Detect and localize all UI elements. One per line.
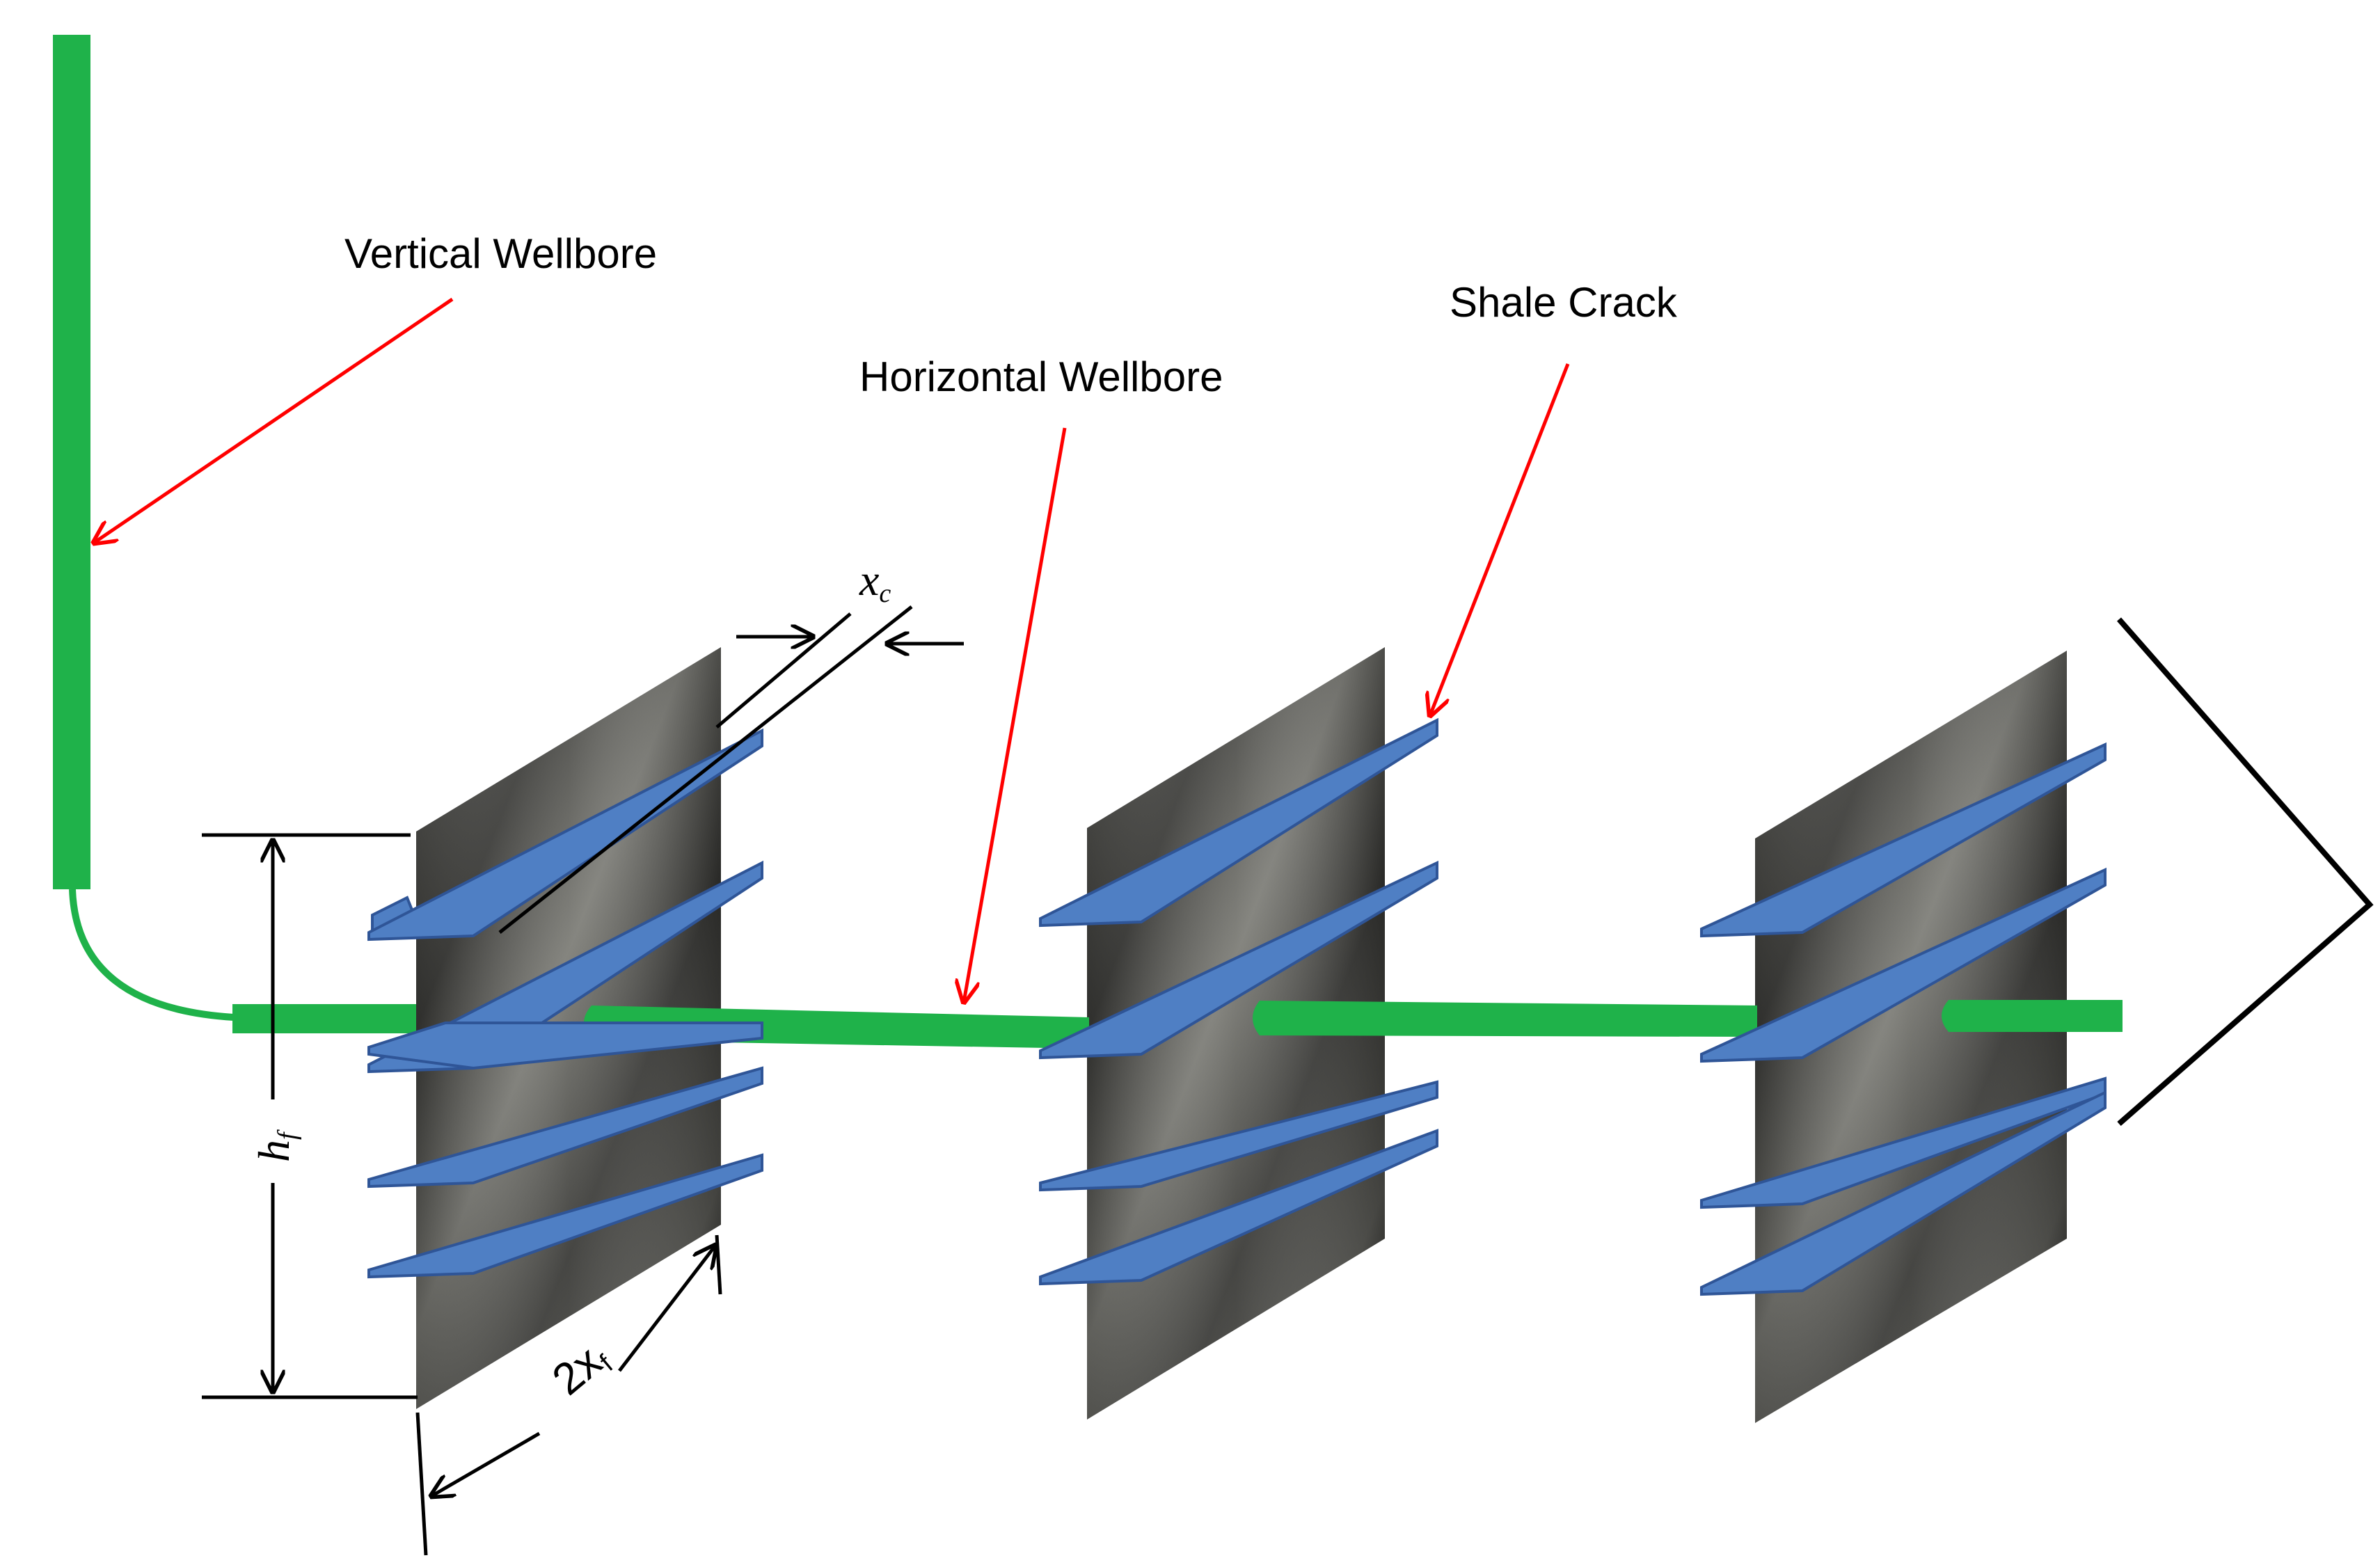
xf-arrow-right bbox=[618, 1246, 715, 1372]
label-2xf: 2xf bbox=[543, 1331, 619, 1408]
xc-line-2 bbox=[498, 605, 913, 934]
dimension-hf bbox=[202, 833, 418, 1399]
shale-crack bbox=[1700, 1076, 2107, 1209]
xf-left-tick bbox=[415, 1412, 428, 1556]
label-xc-sub: c bbox=[879, 579, 891, 608]
shale-crack bbox=[1039, 1080, 1438, 1192]
shale-crack bbox=[1700, 1090, 2107, 1296]
label-horizontal-wellbore: Horizontal Wellbore bbox=[859, 353, 1223, 400]
shale-crack bbox=[367, 860, 763, 1074]
fracture-slab-2 bbox=[1087, 647, 1385, 1420]
shale-crack bbox=[1039, 860, 1438, 1060]
wellbore-segment-3 bbox=[1942, 1000, 2123, 1032]
vertical-wellbore-pipe bbox=[53, 35, 90, 889]
shale-crack bbox=[367, 1066, 763, 1189]
label-shale-crack: Shale Crack bbox=[1450, 279, 1678, 326]
wellbore-curve bbox=[69, 889, 235, 1021]
xf-arrow-left bbox=[431, 1431, 541, 1496]
slab-2-shade bbox=[1087, 647, 1385, 1420]
shale-crack bbox=[1039, 1129, 1438, 1286]
horizontal-wellbore-segment bbox=[232, 1004, 419, 1033]
label-xc-main: x bbox=[859, 555, 879, 605]
vertical-wellbore bbox=[53, 35, 419, 1033]
arrow-shale-crack bbox=[1430, 363, 1570, 715]
dimension-xc bbox=[498, 605, 964, 934]
label-xc: xc bbox=[859, 555, 891, 608]
dimension-2xf bbox=[415, 1234, 722, 1556]
label-2xf-group: 2xf bbox=[543, 1331, 619, 1408]
shale-cracks bbox=[367, 717, 2107, 1296]
pointer-arrows bbox=[94, 297, 1570, 1002]
label-hf-group: hf bbox=[249, 1110, 302, 1173]
shale-crack bbox=[367, 1153, 763, 1279]
label-hf-main: h bbox=[249, 1140, 299, 1162]
shale-crack bbox=[1700, 742, 2107, 938]
xc-line-1 bbox=[715, 612, 852, 729]
continuation-chevron bbox=[2116, 617, 2374, 1127]
shale-crack bbox=[367, 1022, 763, 1070]
label-2xf-main: 2x bbox=[543, 1336, 611, 1405]
label-hf-bg bbox=[251, 1110, 299, 1173]
wellbore-segment-2 bbox=[1253, 1001, 1757, 1037]
label-vertical-wellbore: Vertical Wellbore bbox=[344, 230, 657, 277]
shale-crack bbox=[1039, 717, 1438, 928]
arrow-horizontal-wellbore bbox=[964, 427, 1067, 1002]
shale-crack bbox=[1700, 867, 2107, 1063]
arrow-vertical-wellbore bbox=[94, 297, 454, 543]
xf-right-tick bbox=[715, 1234, 722, 1295]
